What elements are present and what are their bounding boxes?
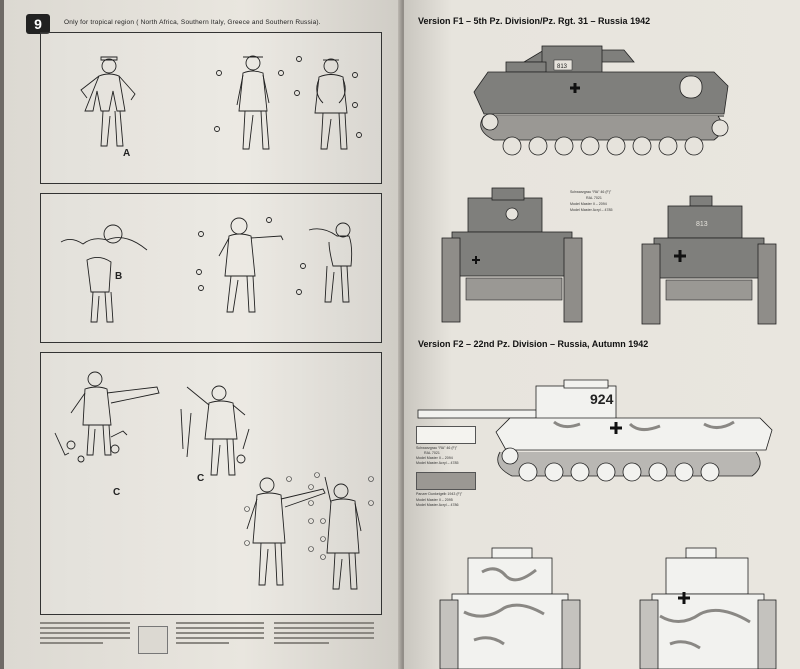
right-page: Version F1 – 5th Pz. Division/Pz. Rgt. 3… (404, 0, 800, 669)
paint-f1-line2: RAL 7021 (586, 196, 602, 200)
version-f1-title: Version F1 – 5th Pz. Division/Pz. Rgt. 3… (418, 16, 651, 26)
figure-drawings: A (80, 55, 362, 159)
turret-number-f2-side: 924 (590, 391, 614, 407)
figure-label-a: A (123, 148, 130, 159)
figure-label-c1: C (113, 487, 120, 498)
footer-text-1 (40, 622, 130, 647)
left-page: 9 Only for tropical region ( North Afric… (4, 0, 402, 669)
paint-f1-line1: Schwarzgrau “ЯA” 46 (F)” (570, 190, 612, 194)
page-gutter (398, 0, 408, 669)
version-f2-title: Version F2 – 22nd Pz. Division – Russia,… (418, 339, 649, 349)
paint-f2-line4: Model Master Acryl – 4785 (416, 461, 459, 465)
paint-swatch-grey (416, 472, 476, 490)
figure-drawings-c: C C (54, 371, 374, 590)
paint-f2-line6: Model Master II – 2095 (416, 498, 453, 502)
figure-label-b: B (115, 271, 122, 282)
paint-f2-line1: Schwarzgrau “ЯA” 46 (F)” (416, 446, 458, 450)
step-note: Only for tropical region ( North Africa,… (64, 19, 321, 26)
warning-icon (138, 626, 168, 654)
paint-f2-line3: Model Master II – 2094 (416, 456, 453, 460)
paint-swatch-white (416, 426, 476, 444)
figure-panel-b: B (40, 193, 382, 343)
footer-text-3 (274, 622, 374, 647)
figure-drawings-b: B (60, 217, 353, 323)
figure-panel-a: A (40, 32, 382, 184)
step-number-badge: 9 (26, 14, 50, 34)
paint-f2-line7: Model Master Acryl – 4786 (416, 503, 459, 507)
paint-f1-line4: Model Master Acryl – 4785 (570, 208, 613, 212)
paint-f1-line3: Model Master II – 2094 (570, 202, 607, 206)
figure-label-c2: C (197, 473, 204, 484)
turret-number-f1-side: 813 (557, 64, 568, 70)
figure-panel-c: C C (40, 352, 382, 615)
footer-text-2 (176, 622, 264, 647)
paint-f2-line2: RAL 7021 (424, 451, 440, 455)
tank-side-view-f1: 813 (417, 45, 777, 669)
paint-f2-line5: Panzer Dunkelgelb 1943 (F)” (416, 492, 463, 496)
turret-number-f1-rear: 813 (696, 221, 708, 228)
